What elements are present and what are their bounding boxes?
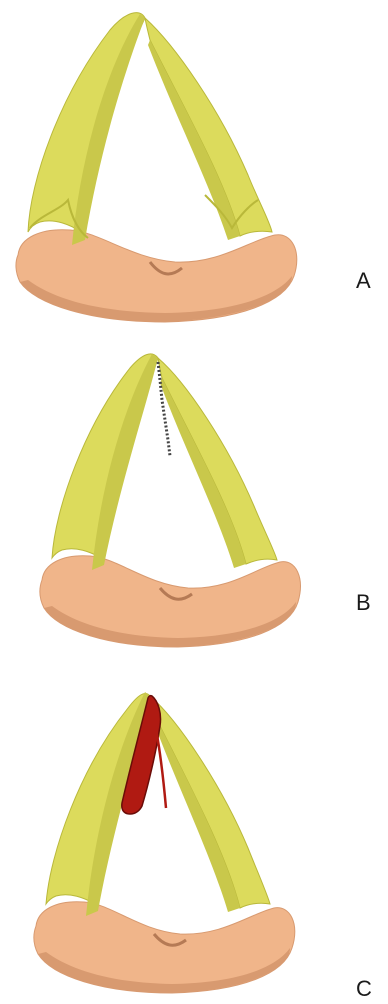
annulus-a: [16, 230, 297, 322]
annulus-b: [40, 556, 300, 647]
panel-label-c: C: [356, 976, 372, 1002]
panel-b: B: [0, 340, 388, 660]
valve-figure-c: [0, 668, 388, 1004]
leaflet-left-b: [52, 354, 158, 570]
panel-a: A: [0, 0, 388, 330]
valve-figure-b: [0, 340, 388, 660]
leaflet-right-c: [150, 696, 270, 912]
annulus-c: [34, 902, 295, 993]
valve-figure-a: [0, 0, 388, 330]
panel-label-b: B: [356, 590, 371, 616]
panel-label-a: A: [356, 268, 371, 294]
panel-c: C: [0, 668, 388, 1004]
leaflet-left-a: [28, 13, 145, 245]
leaflet-right-a: [145, 18, 272, 240]
leaflet-right-b: [158, 358, 277, 568]
